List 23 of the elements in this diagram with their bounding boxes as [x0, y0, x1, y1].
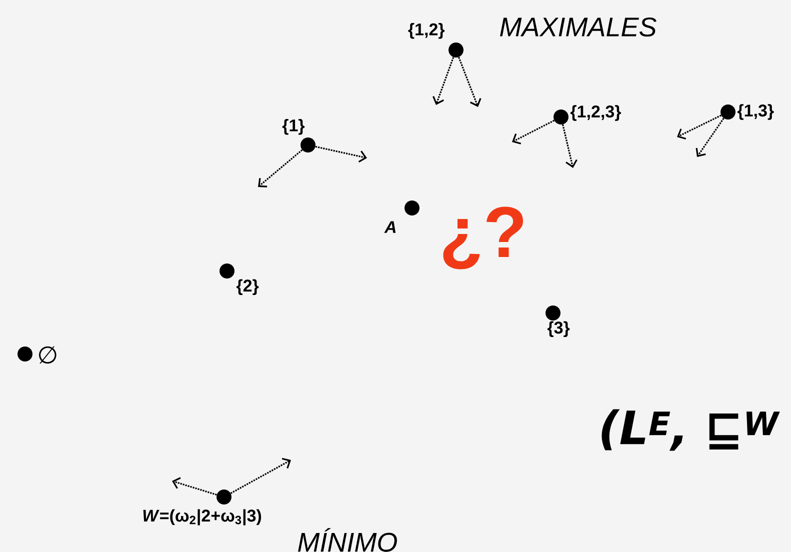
arrow: [677, 114, 722, 140]
set-label: W=(ω$_{2}$|2+ω$_{3}$|3): [143, 509, 262, 526]
arrow: [562, 124, 578, 168]
arrow: [512, 120, 555, 144]
set-label: A: [384, 221, 396, 233]
set-label: {1,2}: [408, 22, 445, 39]
formula-label: (L$^{E}$, ⊑$^{W}$: [602, 409, 780, 451]
heading-label: MÍNIMO: [298, 528, 397, 552]
arrow: [315, 146, 367, 163]
arrow: [696, 118, 724, 157]
arrow: [230, 458, 291, 494]
question-mark: ¿?: [443, 206, 524, 270]
arrow: [458, 56, 482, 107]
set-label: ∅: [39, 346, 56, 364]
set-label: {3}: [547, 321, 570, 338]
heading-label: MAXIMALES: [500, 17, 656, 37]
arrow: [432, 56, 454, 105]
arrow: [172, 477, 217, 496]
set-label: {2}: [236, 279, 259, 296]
set-label: {1,2,3}: [570, 105, 621, 121]
set-label: {1}: [282, 118, 305, 135]
set-label: {1,3}: [737, 104, 774, 120]
arrow: [258, 149, 303, 188]
